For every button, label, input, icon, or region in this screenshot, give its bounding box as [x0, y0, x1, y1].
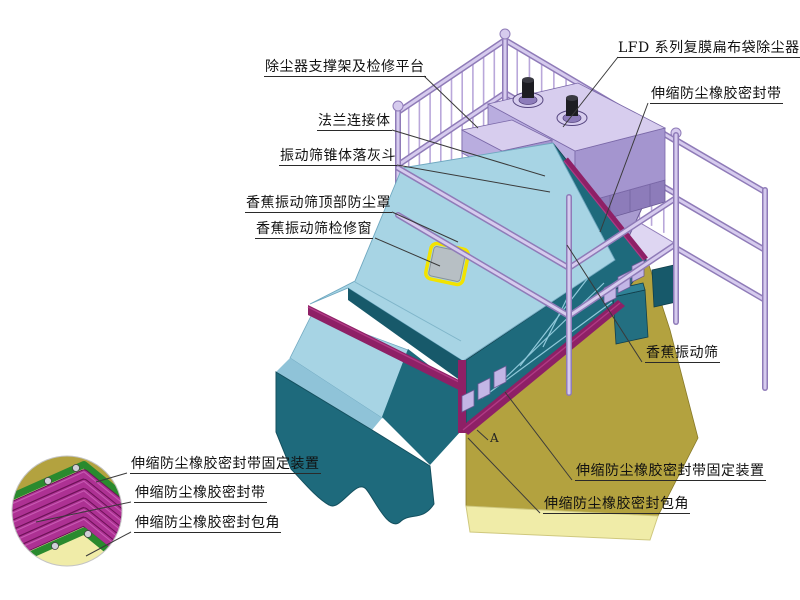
sealing-bands	[307, 157, 648, 435]
label-cone-hopper: 振动筛锥体落灰斗	[279, 148, 397, 167]
label-sealing-band: 伸缩防尘橡胶密封带	[650, 86, 783, 105]
cover-front-strip	[348, 288, 463, 381]
label-inset-fixing-device: 伸缩防尘橡胶密封带固定装置	[130, 456, 321, 475]
bin-skirt	[465, 505, 659, 541]
machine-body	[275, 142, 699, 541]
inlet-flange-2	[556, 95, 588, 126]
label-band-fixing-device: 伸缩防尘橡胶密封带固定装置	[575, 463, 766, 482]
leader-lines	[35, 56, 649, 557]
cover-crease	[354, 281, 462, 342]
inspection-window-shape	[424, 241, 470, 287]
detail-inset	[11, 455, 123, 567]
label-banana-screen: 香蕉振动筛	[645, 345, 720, 364]
label-sealing-corner-wrap: 伸缩防尘橡胶密封包角	[543, 496, 690, 515]
hump-left-bevel	[276, 358, 382, 430]
label-inset-corner-wrap: 伸缩防尘橡胶密封包角	[134, 515, 281, 534]
label-flange-connector: 法兰连接体	[317, 113, 392, 132]
inset-bolts	[44, 464, 92, 550]
band-fixing-brackets	[461, 259, 645, 413]
label-support-platform: 除尘器支撑架及检修平台	[264, 59, 426, 78]
detail-marker-a: A	[490, 431, 500, 445]
label-lfd-collector: LFD 系列复膜扁布袋除尘器	[617, 40, 800, 59]
support-frame-front	[395, 132, 768, 396]
label-inset-sealing-band: 伸缩防尘橡胶密封带	[134, 485, 267, 504]
screen-front-wavy	[275, 371, 435, 525]
label-inspection-window: 香蕉振动筛检修窗	[255, 221, 373, 240]
label-top-dust-cover: 香蕉振动筛顶部防尘罩	[245, 195, 392, 214]
inlet-flange-1	[512, 77, 544, 108]
